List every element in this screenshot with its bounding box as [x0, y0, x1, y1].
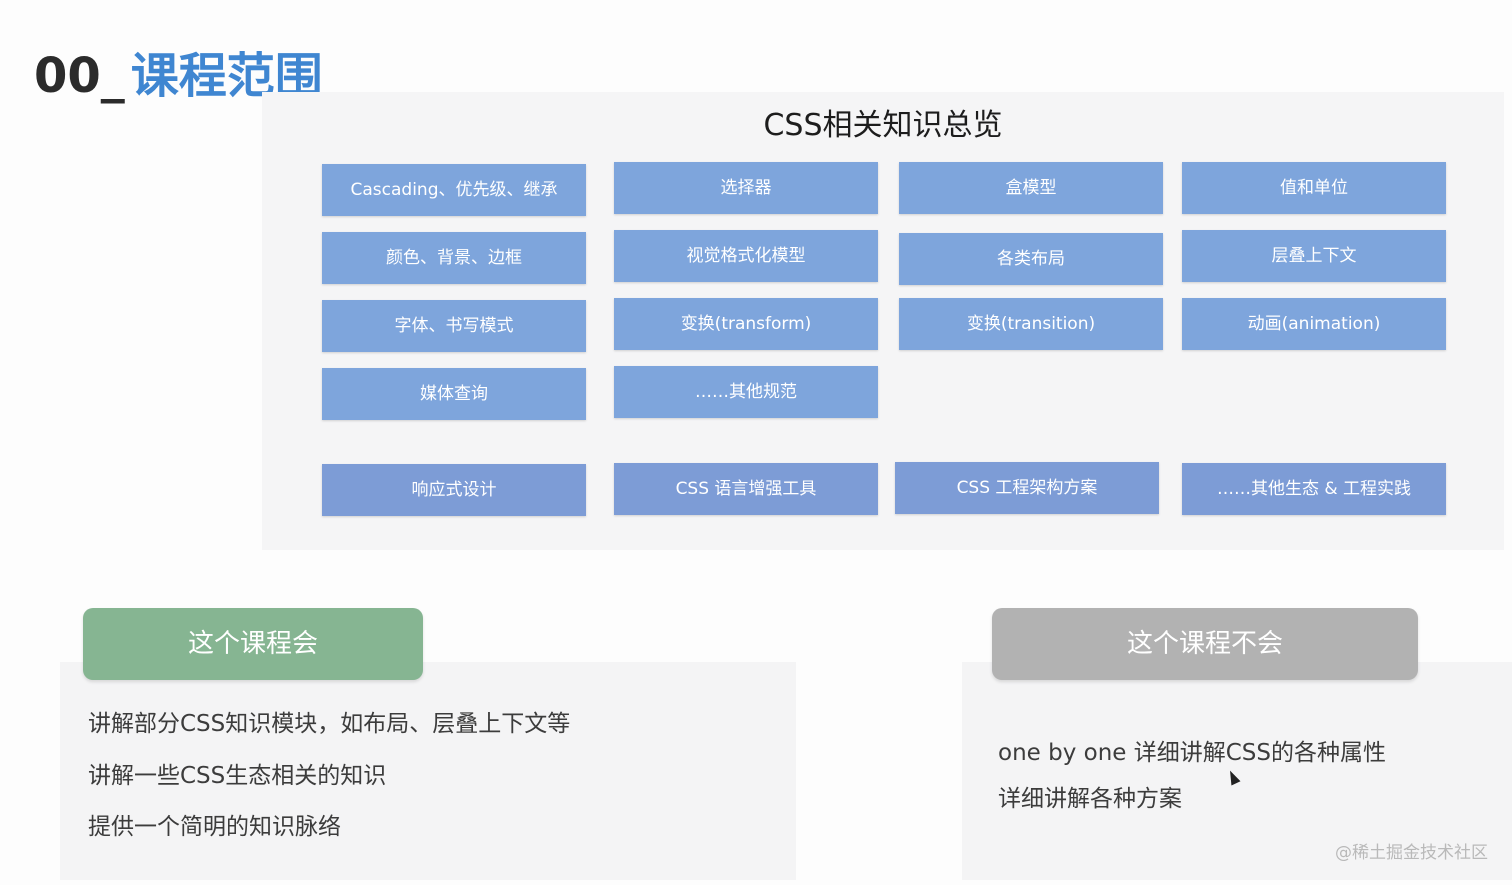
watermark: @稀土掘金技术社区 — [1335, 843, 1488, 863]
will-item-3: 提供一个简明的知识脉络 — [88, 814, 341, 840]
topic-fonts: 字体、书写模式 — [322, 300, 586, 352]
topic-animation: 动画(animation) — [1182, 298, 1446, 350]
topic-visual-formatting: 视觉格式化模型 — [614, 230, 878, 282]
will-not-label: 这个课程不会 — [992, 608, 1418, 680]
topic-media-queries: 媒体查询 — [322, 368, 586, 420]
topic-layouts: 各类布局 — [899, 233, 1163, 285]
will-item-2: 讲解一些CSS生态相关的知识 — [88, 763, 387, 789]
will-label: 这个课程会 — [83, 608, 423, 680]
topic-transform: 变换(transform) — [614, 298, 878, 350]
overview-panel: CSS相关知识总览 Cascading、优先级、继承 选择器 盒模型 值和单位 … — [262, 92, 1504, 550]
will-not-item-2: 详细讲解各种方案 — [998, 786, 1182, 812]
topic-transition: 变换(transition) — [899, 298, 1163, 350]
topic-selectors: 选择器 — [614, 162, 878, 214]
topic-values-units: 值和单位 — [1182, 162, 1446, 214]
will-item-1: 讲解部分CSS知识模块，如布局、层叠上下文等 — [88, 711, 571, 737]
slide-number: 00_ — [34, 48, 125, 104]
topic-responsive-design: 响应式设计 — [322, 464, 586, 516]
will-not-item-1: one by one 详细讲解CSS的各种属性 — [998, 740, 1387, 766]
topic-cascading: Cascading、优先级、继承 — [322, 164, 586, 216]
will-not-panel — [962, 662, 1512, 880]
topic-other-specs: ……其他规范 — [614, 366, 878, 418]
topic-colors: 颜色、背景、边框 — [322, 232, 586, 284]
topic-box-model: 盒模型 — [899, 162, 1163, 214]
topic-other-ecosystem: ……其他生态 & 工程实践 — [1182, 463, 1446, 515]
topic-stacking-context: 层叠上下文 — [1182, 230, 1446, 282]
will-panel — [60, 662, 796, 880]
overview-title: CSS相关知识总览 — [763, 108, 1003, 143]
topic-css-architecture: CSS 工程架构方案 — [895, 462, 1159, 514]
topic-css-enhancement-tools: CSS 语言增强工具 — [614, 463, 878, 515]
